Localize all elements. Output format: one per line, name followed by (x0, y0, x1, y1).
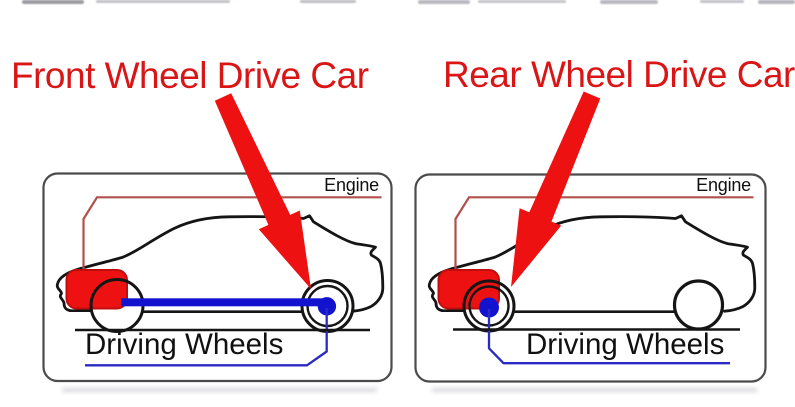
rear-drive-diagram (414, 173, 767, 383)
engine-label: Engine (324, 175, 379, 195)
front-wheel-drive-heading: Front Wheel Drive Car (11, 55, 369, 96)
cropped-text-artifact (96, 0, 230, 3)
cropped-text-artifact (700, 0, 744, 3)
driving-wheels-label: Driving Wheels (526, 328, 725, 361)
cropped-text-artifact (758, 0, 795, 4)
engine-label: Engine (696, 175, 751, 195)
rear-wheel-drive-heading: Rear Wheel Drive Car (443, 54, 795, 95)
front-drive-diagram (42, 172, 393, 383)
cropped-text-artifact (300, 0, 356, 3)
cropped-text-artifact (418, 0, 470, 4)
cropped-text-artifact (600, 0, 658, 4)
cropped-text-artifact (478, 0, 566, 3)
front-drive-arrow-icon (214, 93, 311, 289)
driveshaft-bar (121, 298, 328, 307)
jpeg-smudge (432, 388, 757, 392)
jpeg-smudge (62, 388, 377, 392)
driven-hub-dot (479, 297, 499, 318)
driving-wheels-label: Driving Wheels (85, 328, 284, 361)
rear-drive-arrow-icon (511, 91, 601, 287)
driven-hub-dot (317, 297, 337, 316)
cropped-text-artifact (22, 0, 84, 4)
